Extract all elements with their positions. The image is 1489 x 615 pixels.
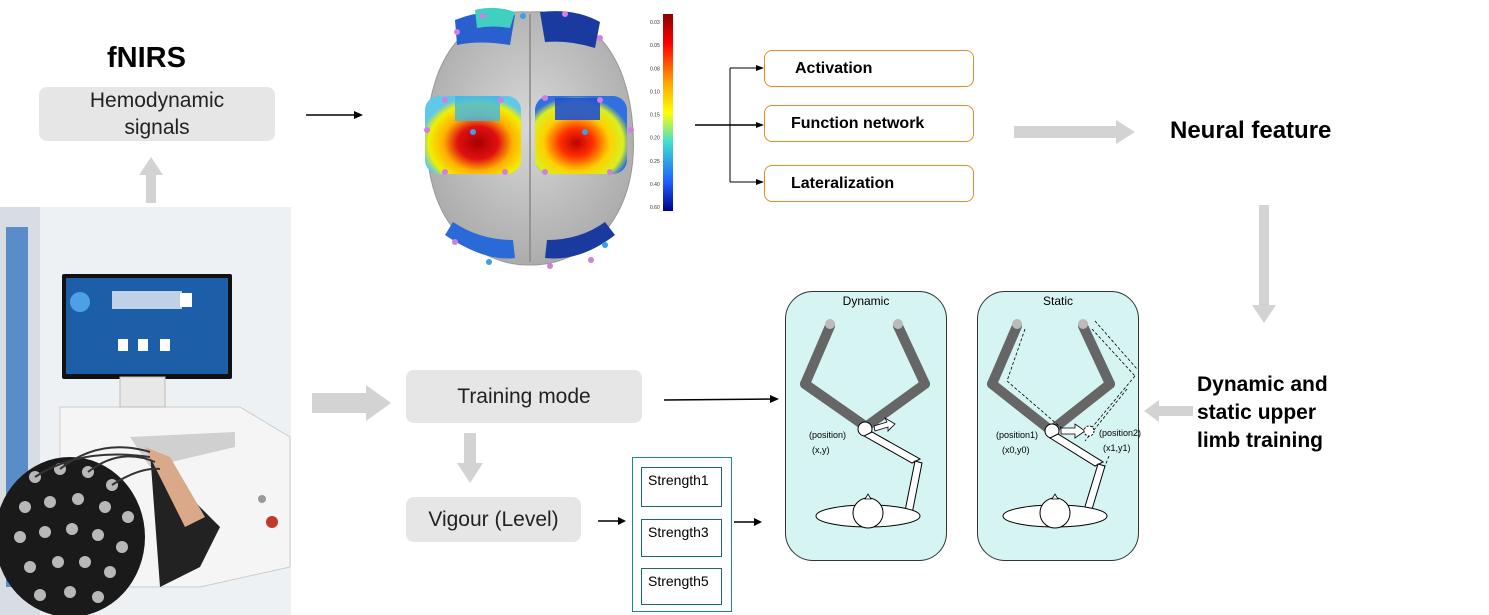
arrow-to-neural-feature bbox=[1014, 120, 1135, 144]
dynamic-position-label: (position) bbox=[809, 430, 847, 440]
strength1-box: Strength1 bbox=[641, 467, 722, 507]
dynamic-static-training-label: Dynamic and static upper limb training bbox=[1197, 371, 1328, 455]
colorbar-tick-label: 0.60 bbox=[650, 205, 660, 211]
static-arm-diagram bbox=[987, 319, 1138, 529]
arrow-down-right bbox=[1252, 205, 1276, 323]
strength3-box: Strength3 bbox=[641, 519, 722, 557]
training-label-line1: Dynamic and bbox=[1197, 373, 1328, 396]
static-panel-title: Static bbox=[1042, 294, 1073, 308]
dynamic-person-head bbox=[852, 497, 884, 529]
colorbar-tick-label: 0.05 bbox=[650, 43, 660, 49]
training-label-line3: limb training bbox=[1197, 429, 1323, 452]
static-position1-label: (position1) bbox=[996, 430, 1039, 440]
training-mode-box: Training mode bbox=[406, 370, 642, 423]
colorbar-tick-label: 0.25 bbox=[650, 159, 660, 165]
arrow-training-to-vigour bbox=[457, 433, 483, 483]
hemodynamic-signals-box: Hemodynamic signals bbox=[39, 87, 275, 141]
hemodynamic-label-line1: Hemodynamic bbox=[89, 89, 225, 112]
up-arrow bbox=[139, 157, 163, 203]
dynamic-coord-label: (x,y) bbox=[812, 445, 830, 455]
fnirs-title: fNIRS bbox=[107, 42, 186, 74]
arrow-photo-to-training bbox=[312, 385, 391, 421]
vigour-level-box: Vigour (Level) bbox=[406, 497, 581, 542]
arrow-training-to-dynamic bbox=[664, 395, 779, 403]
colorbar-tick-label: 0.08 bbox=[650, 66, 660, 72]
arrow-to-brain bbox=[306, 111, 363, 119]
colorbar-tick-label: 0.10 bbox=[650, 89, 660, 95]
static-position2-label: (position2) bbox=[1099, 428, 1142, 438]
feature-function-network-box: Function network bbox=[764, 105, 974, 142]
feature-lateralization-box: Lateralization bbox=[764, 165, 974, 202]
training-label-line2: static upper bbox=[1197, 401, 1317, 424]
dynamic-panel-title: Dynamic bbox=[842, 294, 890, 308]
strength5-box: Strength5 bbox=[641, 568, 722, 605]
colorbar-ticks: 0.03 0.05 0.08 0.10 0.15 0.20 0.25 0.40 0.60 bbox=[650, 20, 660, 211]
arrow-strength-to-dynamic bbox=[734, 518, 762, 526]
static-coord2-label: (x1,y1) bbox=[1103, 443, 1131, 453]
arrow-vigour-to-strength bbox=[598, 517, 626, 525]
brain-topography bbox=[424, 7, 634, 269]
static-person-head bbox=[1039, 497, 1071, 529]
participant-photo bbox=[0, 207, 291, 615]
feature-bracket bbox=[695, 65, 764, 185]
static-right-joint bbox=[1078, 319, 1088, 329]
colorbar: 0.03 0.05 0.08 0.10 0.15 0.20 0.25 0.40 0.60 bbox=[650, 14, 673, 211]
dynamic-arm-diagram bbox=[800, 319, 930, 529]
colorbar-tick-label: 0.40 bbox=[650, 182, 660, 188]
static-left-joint bbox=[1012, 319, 1022, 329]
colorbar-tick-label: 0.20 bbox=[650, 136, 660, 142]
colorbar-tick-label: 0.15 bbox=[650, 113, 660, 119]
arrow-into-static-panel bbox=[1144, 400, 1193, 422]
dynamic-left-joint bbox=[825, 319, 835, 329]
hemodynamic-label-line2: signals bbox=[124, 116, 190, 139]
feature-activation-box: Activation bbox=[764, 50, 974, 87]
colorbar-tick-label: 0.03 bbox=[650, 20, 660, 26]
neural-feature-label: Neural feature bbox=[1170, 117, 1332, 144]
strength-level-frame bbox=[632, 457, 732, 612]
static-coord1-label: (x0,y0) bbox=[1002, 445, 1030, 455]
dynamic-right-joint bbox=[893, 319, 903, 329]
